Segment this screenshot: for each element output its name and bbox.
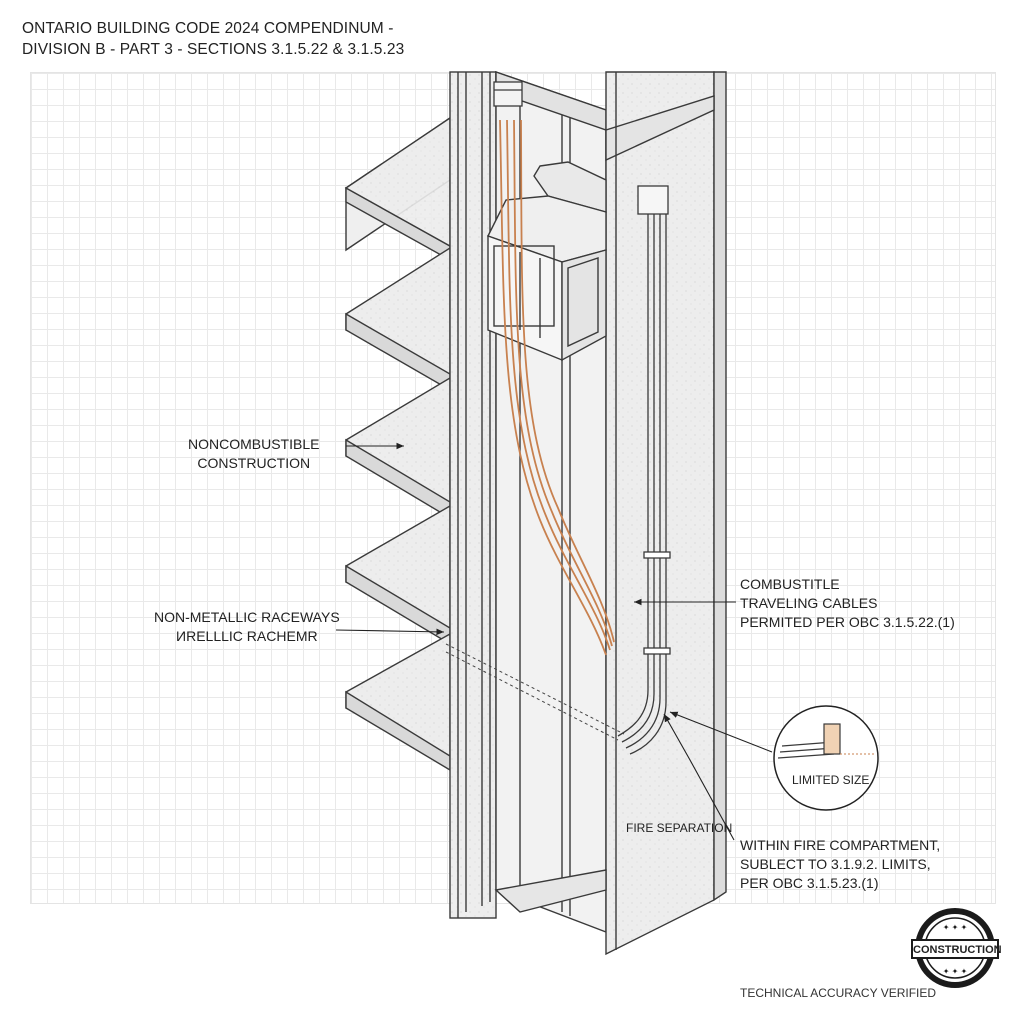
document-header: ONTARIO BUILDING CODE 2024 COMPENDINUM -…: [22, 18, 404, 60]
elevator-car: [487, 161, 607, 362]
leader-lines: [335, 442, 773, 841]
non-metallic-raceway: [617, 185, 671, 755]
floor-slabs: [344, 116, 451, 772]
footer-verified: TECHNICAL ACCURACY VERIFIED: [740, 986, 937, 1000]
label-compartment: WITHIN FIRE COMPARTMENT, SUBLECT TO 3.1.…: [740, 837, 941, 891]
svg-text:✦ ✦ ✦: ✦ ✦ ✦: [943, 967, 968, 976]
traveling-cables: [499, 119, 615, 656]
label-fire-separation: FIRE SEPARATION: [626, 821, 733, 835]
header-line-1: ONTARIO BUILDING CODE 2024 COMPENDINUM -: [22, 20, 394, 37]
dashed-raceway-path: [445, 643, 625, 741]
label-limited-size: LIMITED SIZE: [792, 773, 870, 787]
label-noncombustible: NONCOMBUSTIBLE CONSTRUCTION: [188, 436, 320, 471]
label-cables: COMBUSTITLE TRAVELING CABLES PERMITED PE…: [740, 576, 955, 630]
floor-slab-3: [345, 376, 451, 520]
construction-seal: ✦ ✦ ✦ ✦ ✦ ✦: [911, 908, 999, 988]
detail-bubble: [773, 705, 879, 811]
seal-text: CONSTRUCTION: [913, 944, 1002, 956]
floor-slab-4: [345, 504, 451, 646]
label-raceways: NON-METALLIC RACEWAYS ИRELLLIC RACHEMR: [154, 609, 340, 644]
svg-text:✦ ✦ ✦: ✦ ✦ ✦: [943, 923, 968, 932]
floor-slab-5: [345, 632, 451, 772]
header-line-2: DIVISION B - PART 3 - SECTIONS 3.1.5.22 …: [22, 41, 405, 58]
floor-slab-1: [344, 116, 451, 262]
floor-slab-2: [345, 246, 451, 392]
cable-hanger-box: [493, 81, 523, 107]
